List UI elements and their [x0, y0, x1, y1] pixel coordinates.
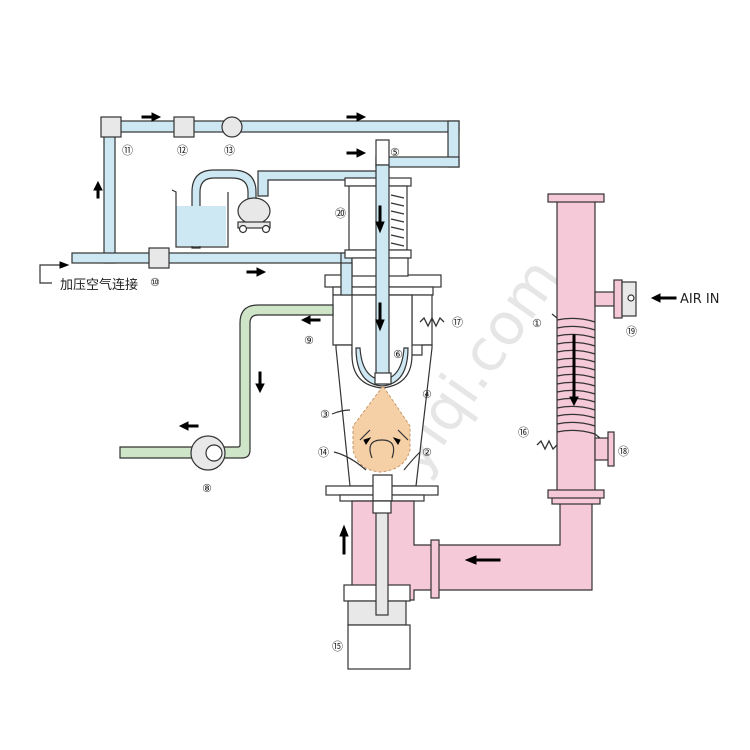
spray-cone	[352, 385, 411, 473]
feed-beaker	[171, 189, 229, 248]
label-3: ③	[320, 408, 330, 421]
heating-coil-20	[390, 194, 405, 247]
motor-15	[343, 500, 411, 670]
label-18: ⑱	[618, 445, 629, 458]
label-1: ①	[532, 317, 542, 330]
component-11	[100, 116, 122, 138]
flow-arrows	[93, 112, 677, 565]
label-14: ⑭	[318, 446, 329, 459]
label-16: ⑯	[518, 426, 529, 439]
label-17: ⑰	[452, 316, 463, 329]
label-8: ⑧	[202, 482, 212, 495]
exhaust-piping	[119, 304, 334, 471]
label-20: ⑳	[335, 207, 346, 220]
leader-lines	[331, 409, 421, 471]
pressure-air-label: 加压空气连接	[60, 277, 138, 293]
hot-air-path	[351, 193, 637, 601]
label-19: ⑲	[626, 325, 637, 338]
air-in-label: AIR IN	[680, 292, 719, 307]
sensor-17	[419, 316, 445, 328]
label-5: ⑤	[390, 146, 400, 159]
label-10: ⑩	[150, 276, 160, 289]
label-13: ⑬	[224, 144, 235, 157]
component-13	[221, 116, 243, 138]
label-11: ⑪	[122, 144, 133, 157]
label-4: ④	[422, 388, 432, 401]
label-2: ②	[422, 446, 432, 459]
feed-pump	[237, 197, 271, 234]
component-10	[148, 247, 170, 269]
label-6: ⑥	[393, 348, 403, 361]
pressure-air-bracket	[39, 264, 60, 284]
label-12: ⑫	[177, 144, 188, 157]
sensor-16	[536, 439, 558, 451]
component-12	[173, 116, 195, 138]
label-9: ⑨	[304, 334, 314, 347]
label-15: ⑮	[332, 640, 343, 653]
